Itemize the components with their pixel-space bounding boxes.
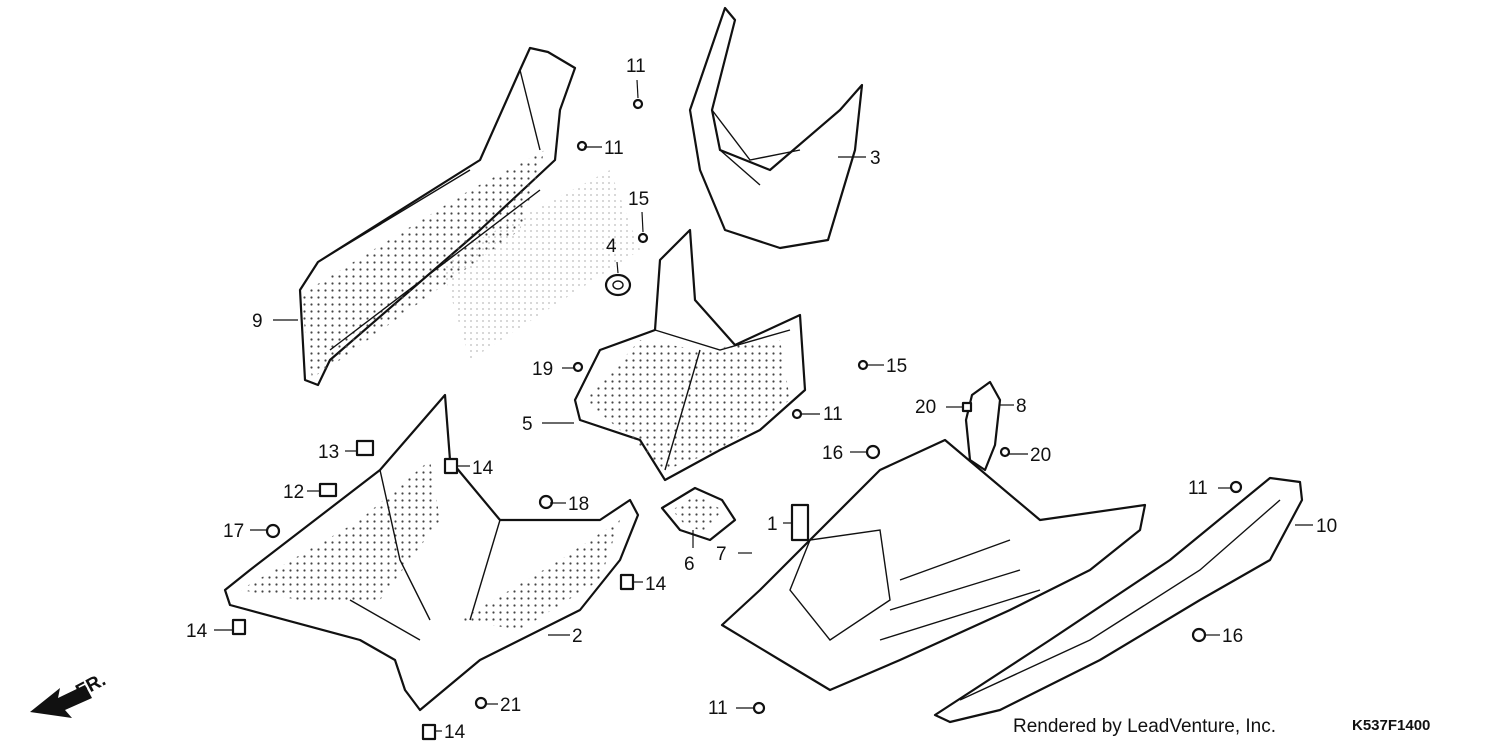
fasteners: [231, 98, 1243, 741]
part-4-grommet: [604, 273, 632, 297]
callout-label: 3: [870, 148, 881, 169]
part-10-right-skirt: [933, 476, 1304, 724]
callout-label: 2: [572, 626, 583, 647]
callout-label: 20: [1030, 445, 1051, 466]
callout-label: 11: [823, 404, 843, 425]
callout-leader-line: [636, 79, 639, 99]
front-direction-arrow-icon: [30, 685, 92, 718]
callout-label: 16: [1222, 626, 1243, 647]
callout-label: 14: [186, 621, 208, 642]
part-5-inner-panel: [573, 228, 807, 482]
callout-label: 5: [522, 414, 533, 435]
callout-leader-line: [616, 261, 619, 274]
credit-text: Rendered by LeadVenture, Inc.: [1013, 716, 1276, 737]
part-2-floor-panel: [223, 393, 640, 712]
callout-label: 15: [886, 356, 907, 377]
callout-label: 17: [223, 521, 244, 542]
callout-label: 10: [1316, 516, 1337, 537]
callout-label: 7: [716, 544, 727, 565]
callout-label: 8: [1016, 396, 1027, 417]
callout-label: 20: [915, 397, 936, 418]
callout-label: 11: [708, 698, 728, 719]
callout-label: 14: [645, 574, 667, 595]
callout-leader-line: [641, 211, 644, 233]
callout-label: 12: [283, 482, 304, 503]
callout-label: 21: [500, 695, 521, 716]
part-9-side-cover: [298, 46, 577, 387]
callout-label: 9: [252, 311, 263, 332]
part-7-under-cover: [720, 438, 1147, 692]
callout-label: 15: [628, 189, 649, 210]
callout-label: 11: [604, 138, 624, 159]
callout-label: 14: [444, 722, 466, 743]
callout-label: 16: [822, 443, 843, 464]
callout-label: 19: [532, 359, 553, 380]
part-6-small-cover: [660, 486, 737, 542]
callout-label: 14: [472, 458, 494, 479]
callout-label: 11: [626, 56, 646, 77]
background-shading: [440, 170, 640, 360]
callout-label: 13: [318, 442, 339, 463]
part-3-front-cover: [688, 6, 864, 250]
callout-label: 18: [568, 494, 589, 515]
callout-label: 11: [1188, 478, 1208, 499]
callout-label: 4: [606, 236, 617, 257]
part-8-bracket: [964, 380, 1002, 472]
callout-label: 1: [767, 514, 778, 535]
diagram-code: K537F1400: [1352, 717, 1430, 734]
callout-label: 6: [684, 554, 695, 575]
